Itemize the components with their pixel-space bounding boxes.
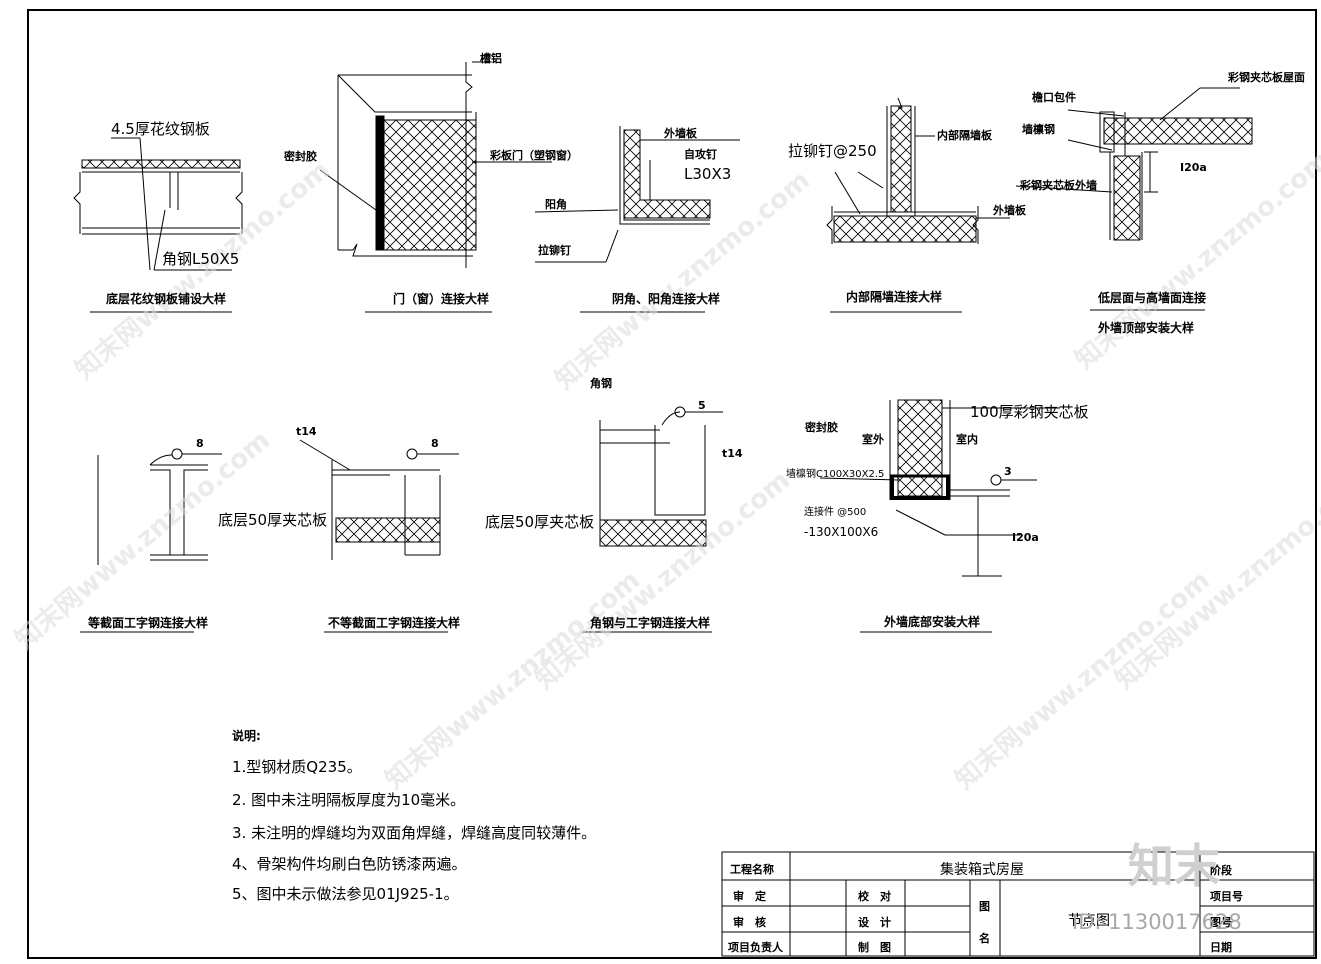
d9-weld-label: 3 (1004, 465, 1012, 478)
d3-caption: 阴角、阳角连接大样 (612, 292, 721, 306)
detail-ibeam-unequal (299, 439, 459, 633)
tb-draw: 制 图 (858, 941, 891, 954)
d7-plate-label: t14 (296, 425, 317, 438)
d7-panel-label: 底层50厚夹芯板 (218, 511, 328, 529)
tb-project-name: 集装箱式房屋 (940, 862, 1024, 878)
d3-corner-label: 阳角 (545, 198, 567, 211)
d7-caption: 不等截面工字钢连接大样 (328, 616, 461, 630)
tb-design: 设 计 (858, 916, 891, 929)
note-item: 4、骨架构件均刷白色防锈漆两遍。 (232, 855, 467, 873)
detail-ibeam-equal (80, 448, 222, 633)
d3-tap-label: 自攻钉 (684, 148, 717, 161)
note-item: 3. 未注明的焊缝均为双面角焊缝，焊缝高度同较薄件。 (232, 824, 597, 842)
d8-caption: 角钢与工字钢连接大样 (590, 616, 711, 630)
d9-plate-label: -130X100X6 (804, 525, 879, 539)
detail-floor-plate (73, 137, 243, 313)
drawing-border (27, 9, 1317, 959)
d2-door-label: 彩板门（塑钢窗） (490, 149, 578, 162)
d9-indoor-label: 室内 (956, 433, 978, 446)
detail-door (319, 61, 552, 313)
d9-sealant-label: 密封胶 (805, 421, 838, 434)
d5-purlin-label: 墙檩钢 (1022, 123, 1055, 136)
d4-inner-label: 内部隔墙板 (937, 129, 992, 142)
d8-angle-label: 角钢 (590, 377, 612, 390)
tb-check: 校 对 (858, 890, 891, 903)
tb-project-label: 工程名称 (730, 863, 774, 876)
d8-weld-label: 5 (698, 399, 706, 412)
d5-caption2: 外墙顶部安装大样 (1098, 321, 1195, 335)
note-item: 1.型钢材质Q235。 (232, 758, 362, 776)
d2-sealant-label: 密封胶 (284, 150, 317, 163)
d4-outer-label: 外墙板 (993, 204, 1026, 217)
d9-beam-label: I20a (1012, 531, 1039, 544)
tb-drawing-label1: 图 (979, 900, 990, 913)
detail-partition (826, 97, 1010, 313)
d9-anchor-label: 连接件 @500 (804, 507, 867, 518)
d4-caption: 内部隔墙连接大样 (846, 290, 943, 304)
tb-approve: 审 定 (733, 890, 766, 903)
d9-channel-label: 墙檩钢C100X30X2.5 (786, 469, 885, 480)
d5-beam-label: I20a (1180, 161, 1207, 174)
detail-corner (534, 126, 740, 313)
detail-wall-bottom (819, 399, 1060, 633)
detail-roof-wall (1015, 87, 1253, 311)
d2-caption: 门（窗）连接大样 (393, 292, 490, 306)
d4-rivet-label: 拉铆钉@250 (788, 142, 877, 160)
d8-plate-label: t14 (722, 447, 743, 460)
title-block-lines (721, 851, 1315, 957)
notes-title: 说明: (232, 729, 261, 743)
d9-panel-label: 100厚彩钢夹芯板 (970, 403, 1089, 421)
d6-caption: 等截面工字钢连接大样 (88, 616, 209, 630)
watermark-logo: 知末 (1128, 839, 1220, 893)
tb-date: 日期 (1210, 941, 1232, 954)
d5-roof-label: 彩钢夹芯板屋面 (1228, 71, 1305, 84)
d1-caption: 底层花纹钢板铺设大样 (106, 292, 227, 306)
detail-angle-ibeam (582, 406, 723, 633)
d1-plate-label: 4.5厚花纹钢板 (111, 120, 210, 138)
watermark-id: ID: 1130017628 (1072, 910, 1242, 934)
tb-drawing-label2: 名 (979, 932, 990, 945)
tb-manager: 项目负责人 (728, 941, 783, 954)
d3-rivet-label: 拉铆钉 (538, 244, 571, 257)
d6-weld-label: 8 (196, 437, 204, 450)
tb-drawing-name: 节点图 (1068, 913, 1110, 929)
d2-trough-label: 槽铝 (480, 52, 502, 65)
d5-wallpanel-label: 彩钢夹芯板外墙 (1020, 179, 1097, 192)
d8-panel-label: 底层50厚夹芯板 (485, 513, 595, 531)
d3-angle-label: L30X3 (684, 165, 732, 183)
tb-phase: 阶段 (1210, 864, 1232, 877)
d3-wall-label: 外墙板 (664, 127, 697, 140)
d1-angle-label: 角钢L50X5 (162, 250, 240, 268)
tb-review: 审 核 (733, 916, 766, 929)
d5-eave-label: 檐口包件 (1032, 91, 1076, 104)
d7-weld-label: 8 (431, 437, 439, 450)
note-item: 5、图中未示做法参见01J925-1。 (232, 885, 459, 903)
d5-caption1: 低层面与高墙面连接 (1098, 291, 1207, 305)
d9-caption: 外墙底部安装大样 (884, 615, 981, 629)
d9-outdoor-label: 室外 (862, 433, 884, 446)
note-item: 2. 图中未注明隔板厚度为10毫米。 (232, 791, 466, 809)
tb-sheet-no: 图号 (1210, 916, 1232, 929)
tb-project-no: 项目号 (1210, 890, 1243, 903)
